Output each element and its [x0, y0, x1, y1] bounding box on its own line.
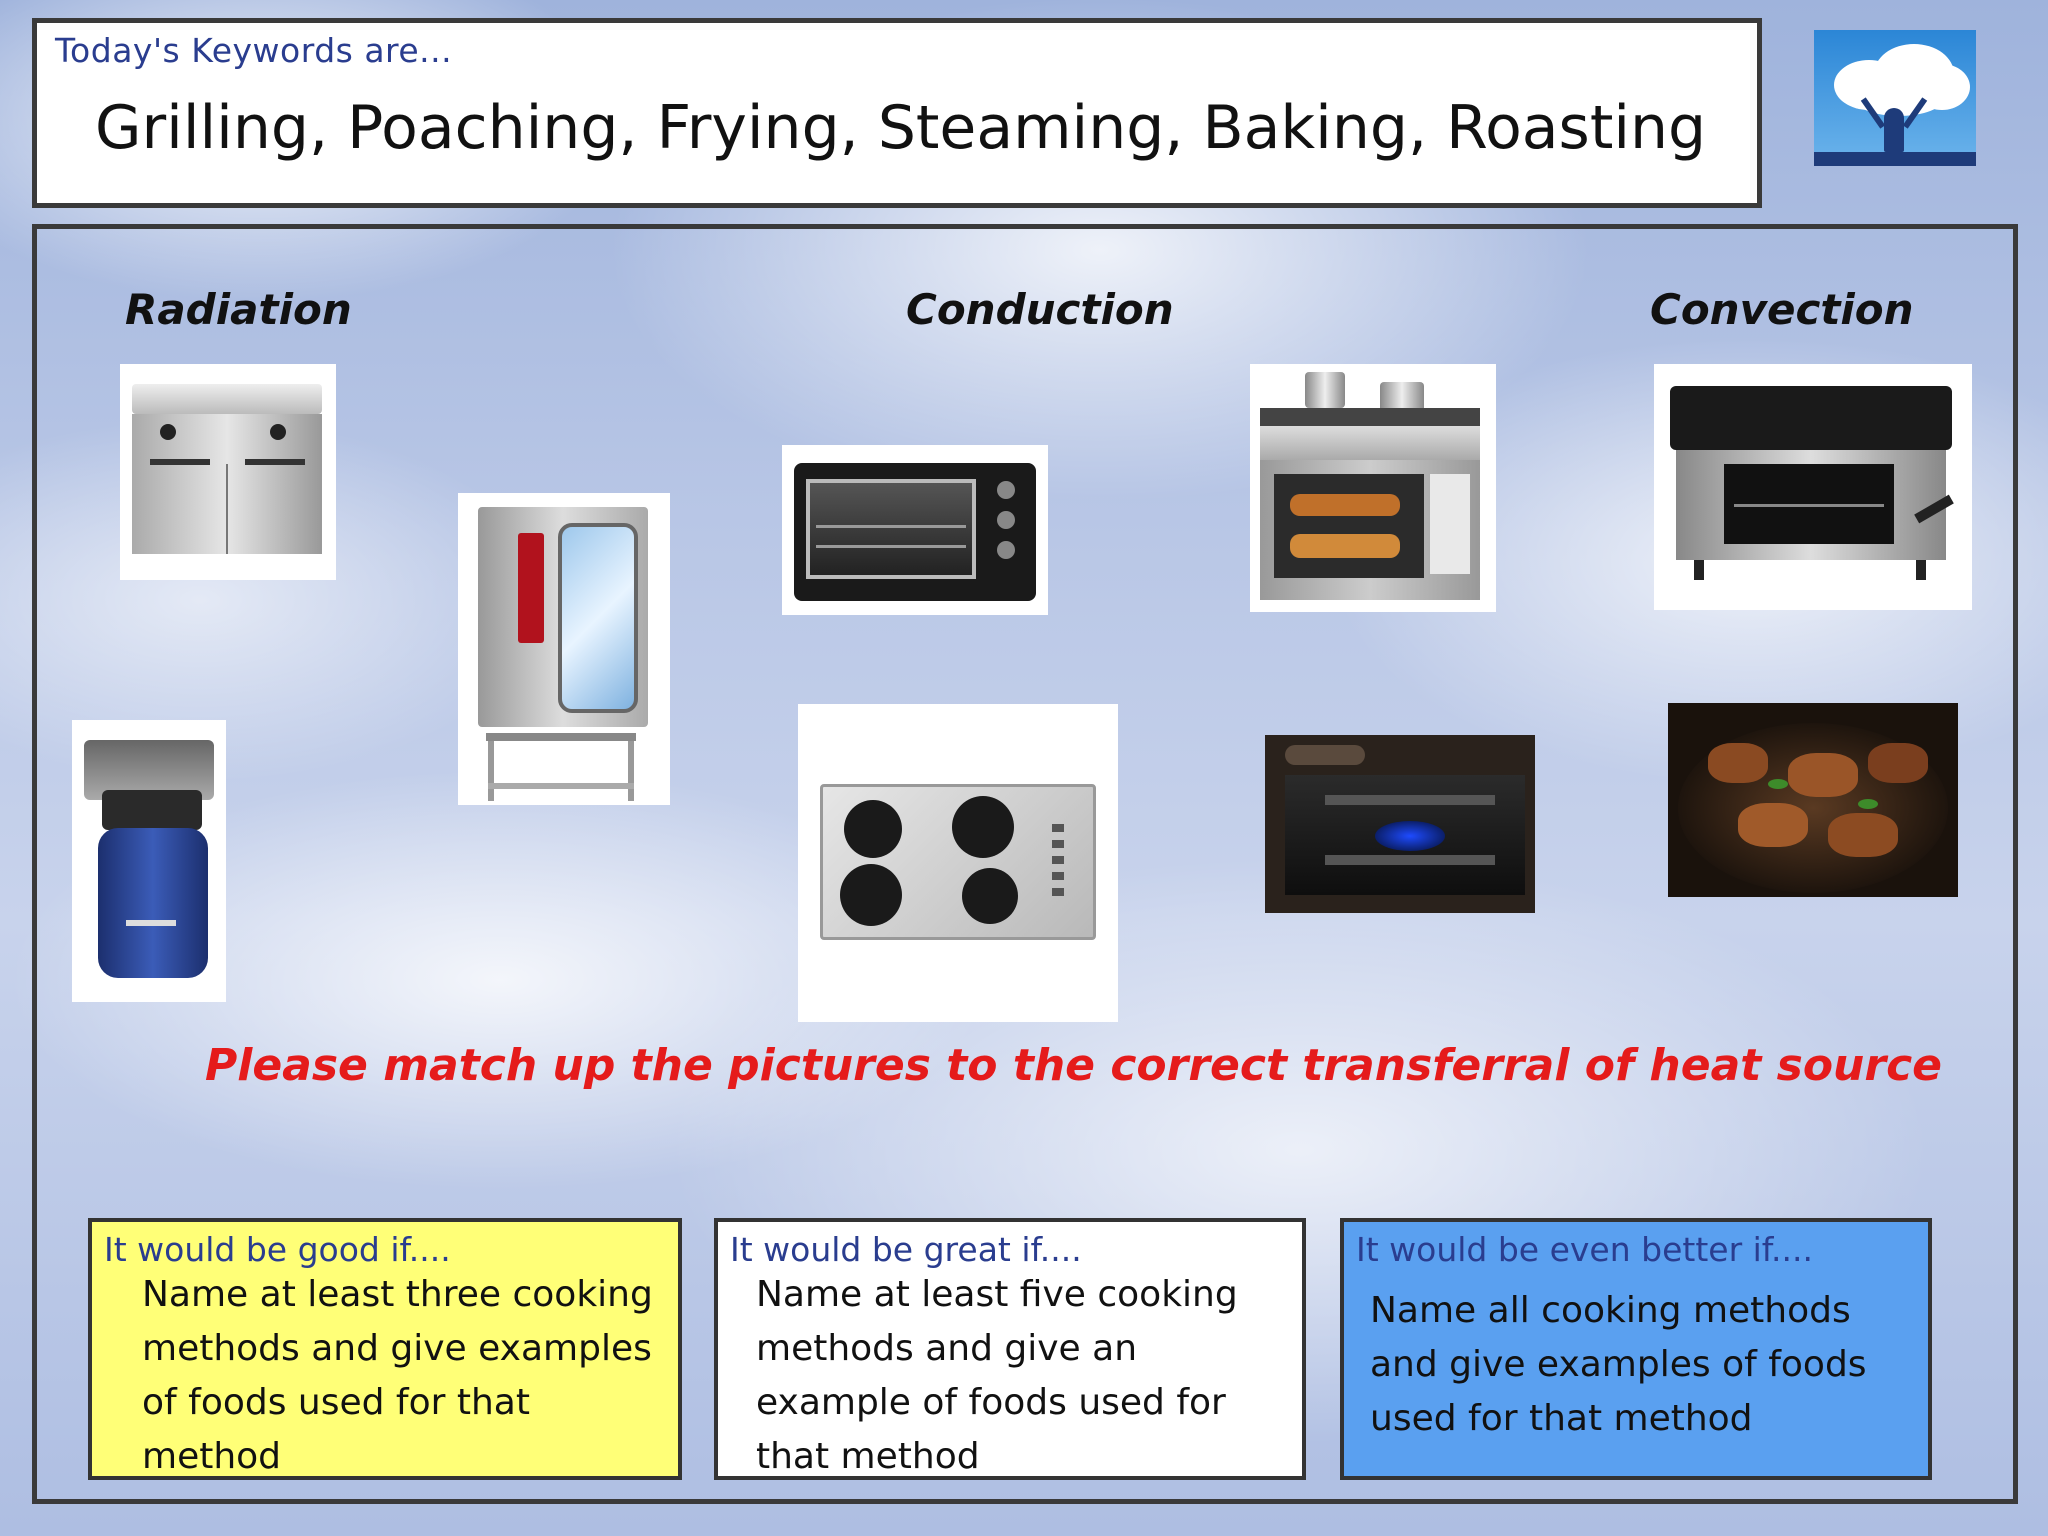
- task-even-better-box: It would be even better if.... Name all …: [1340, 1218, 1932, 1480]
- instruction-text: Please match up the pictures to the corr…: [205, 1040, 1942, 1091]
- gas-burner-flame-image[interactable]: [1265, 735, 1535, 913]
- gas-range-with-oven-image[interactable]: [1250, 364, 1496, 612]
- barbecue-grill-image[interactable]: [1668, 703, 1958, 897]
- keywords-list: Grilling, Poaching, Frying, Steaming, Ba…: [95, 93, 1707, 163]
- task-good-label: It would be good if....: [104, 1230, 451, 1269]
- electric-hob-image[interactable]: [798, 704, 1118, 1022]
- category-convection: Convection: [1650, 285, 1914, 334]
- countertop-toaster-oven-image[interactable]: [782, 445, 1048, 615]
- salamander-grill-image[interactable]: [1654, 364, 1972, 610]
- task-even-better-text: Name all cooking methods and give exampl…: [1370, 1290, 1867, 1439]
- activity-panel: [32, 224, 2018, 1504]
- task-even-better-label: It would be even better if....: [1356, 1230, 1813, 1269]
- task-great-label: It would be great if....: [730, 1230, 1082, 1269]
- keywords-subtitle: Today's Keywords are...: [55, 31, 453, 70]
- camping-gas-stove-image[interactable]: [72, 720, 226, 1002]
- category-radiation: Radiation: [125, 285, 352, 334]
- stainless-fryer-cabinet-image[interactable]: [120, 364, 336, 580]
- category-conduction: Conduction: [906, 285, 1174, 334]
- combi-steam-oven-image[interactable]: [458, 493, 670, 805]
- task-great-box: It would be great if.... Name at least f…: [714, 1218, 1306, 1480]
- task-good-text: Name at least three cooking methods and …: [142, 1274, 653, 1477]
- school-logo: [1814, 30, 1976, 166]
- task-great-text: Name at least five cooking methods and g…: [756, 1274, 1238, 1477]
- keywords-box: Today's Keywords are... Grilling, Poachi…: [32, 18, 1762, 208]
- task-good-box: It would be good if.... Name at least th…: [88, 1218, 682, 1480]
